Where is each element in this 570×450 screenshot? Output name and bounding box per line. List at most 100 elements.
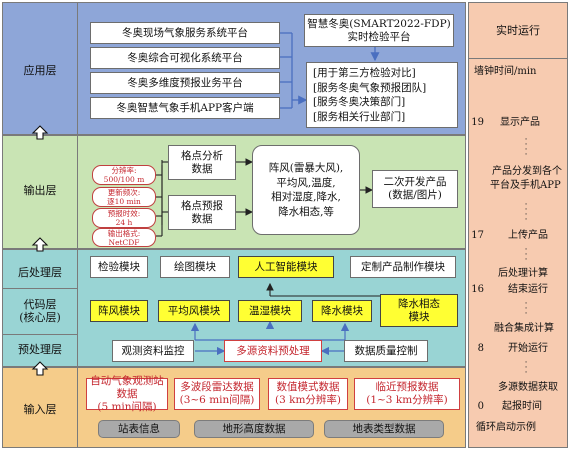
source-line: 自动气象观测站数据 <box>90 374 164 400</box>
timeline-dots: ···· <box>524 135 528 160</box>
usage-item: [用于第三方检验对比] <box>313 67 416 79</box>
input-source-aws: 自动气象观测站数据 (5 min间隔) <box>86 374 168 413</box>
plot-module: 绘图模块 <box>160 256 230 278</box>
spec-value: NetCDF <box>108 237 140 247</box>
timeline-header-divider <box>468 58 568 59</box>
static-terrain-height: 地形高度数据 <box>194 420 314 438</box>
spec-resolution: 分辨率: 500/100 m <box>92 165 156 185</box>
phase-line: 降水相态 <box>398 297 440 310</box>
precip-module: 降水模块 <box>312 300 372 322</box>
timeline-dots: ···· <box>524 200 528 225</box>
layer-up-arrows <box>31 125 49 376</box>
source-line: (3~6 min间隔) <box>179 394 255 406</box>
post-layer-divider <box>2 288 78 289</box>
multi-source-preprocess: 多源资料预处理 <box>224 340 322 362</box>
timeline-start-run: 开始运行 <box>508 343 548 354</box>
timeline-footer: 循环启动示例 <box>476 422 536 433</box>
secondary-line: (数据/图片) <box>388 189 442 201</box>
input-source-radar: 多波段雷达数据 (3~6 min间隔) <box>174 378 260 410</box>
timeline-mark-17: 17 <box>471 230 484 241</box>
timeline-distribute-2: 平台及手机APP <box>490 180 561 191</box>
static-land-type: 地表类型数据 <box>324 420 444 438</box>
variable-line: 降水相态,等 <box>278 205 334 218</box>
forecast-variables: 阵风(雷暴大风), 平均风,温度, 相对湿度,降水, 降水相态,等 <box>252 145 360 235</box>
core-layer-label-1: 代码层 <box>23 298 57 311</box>
source-line: 数值模式数据 <box>276 381 340 393</box>
spec-label: 预报时效: <box>107 209 141 218</box>
output-layer-label: 输出层 <box>23 184 57 197</box>
source-line: (5 min间隔) <box>97 400 157 413</box>
grid-forecast-line: 数据 <box>191 212 213 225</box>
timeline-display-product: 显示产品 <box>500 117 540 128</box>
timeline-header: 实时运行 <box>496 24 540 37</box>
platform-multi-dimension: 冬奥多维度预报业务平台 <box>90 72 280 94</box>
spec-value: 逐10 min <box>107 197 141 206</box>
timeline-postcalc: 后处理计算 <box>498 268 548 279</box>
input-layer-label: 输入层 <box>23 403 57 416</box>
grid-analysis-line: 格点分析 <box>181 149 223 162</box>
grid-analysis-line: 数据 <box>191 162 213 175</box>
variable-line: 平均风,温度, <box>276 176 336 189</box>
variable-line: 相对湿度,降水, <box>271 191 341 203</box>
timeline-mark-8: 8 <box>477 343 484 354</box>
platform-onsite-service: 冬奥现场气象服务系统平台 <box>90 22 280 44</box>
spec-forecast-range: 预报时效: 24 h <box>92 208 156 228</box>
source-line: (3 km分辨率) <box>274 394 342 406</box>
timeline-mark-0: 0 <box>477 401 484 412</box>
source-line: (1~3 km分辨率) <box>366 394 448 406</box>
usage-list-box: [用于第三方检验对比] [服务冬奥气象预报团队] [服务冬奥决策部门] [服务相… <box>306 62 458 128</box>
obs-monitoring: 观测资料监控 <box>112 340 194 362</box>
precip-phase-module: 降水相态 模块 <box>380 294 458 327</box>
platform-visualization: 冬奥综合可视化系统平台 <box>90 47 280 69</box>
spec-update-frequency: 更新频次: 逐10 min <box>92 187 156 207</box>
smart-verification-platform: 智慧冬奥(SMART2022-FDP) 实时检验平台 <box>304 14 454 47</box>
timeline-distribute-1: 产品分发到各个 <box>492 166 562 177</box>
pre-layer-label: 预处理层 <box>18 343 62 356</box>
data-quality-control: 数据质量控制 <box>344 340 428 362</box>
timeline-upload: 上传产品 <box>508 230 548 241</box>
gust-module: 阵风模块 <box>90 300 148 322</box>
mean-wind-module: 平均风模块 <box>158 300 230 322</box>
source-line: 临近预报数据 <box>375 381 439 393</box>
layer-label-column <box>2 2 78 448</box>
variable-line: 阵风(雷暴大风), <box>268 162 344 174</box>
timeline-mark-16: 16 <box>471 284 484 295</box>
custom-product-module: 定制产品制作模块 <box>350 256 456 278</box>
timeline-dots: ··· <box>524 245 528 265</box>
timeline-multi-data: 多源数据获取 <box>498 382 558 393</box>
usage-item: [服务冬奥决策部门] <box>313 96 406 108</box>
source-line: 多波段雷达数据 <box>180 381 254 393</box>
spec-value: 500/100 m <box>103 175 145 184</box>
input-source-nowcast: 临近预报数据 (1~3 km分辨率) <box>354 378 460 410</box>
spec-label: 输出格式: <box>107 228 141 238</box>
spec-label: 更新频次: <box>107 188 141 197</box>
timeline-axis-title: 墙钟时间/min <box>474 66 537 77</box>
phase-line: 模块 <box>408 310 430 323</box>
timeline-start-time: 起报时间 <box>502 401 542 412</box>
spec-output-format: 输出格式: NetCDF <box>92 228 156 247</box>
static-station-table: 站表信息 <box>98 420 180 438</box>
smart-line-1: 智慧冬奥(SMART2022-FDP) <box>307 17 451 30</box>
timeline-end-run: 结束运行 <box>508 284 548 295</box>
app-layer-label: 应用层 <box>23 64 57 77</box>
temp-humidity-module: 温湿模块 <box>238 300 302 322</box>
timeline-dots: ··· <box>524 358 528 378</box>
check-module: 检验模块 <box>90 256 148 278</box>
core-layer-label-2: (核心层) <box>19 311 61 324</box>
grid-forecast-line: 格点预报 <box>181 199 223 212</box>
platform-mobile-app: 冬奥智慧气象手机APP客户端 <box>90 97 280 119</box>
pre-layer-divider <box>2 334 78 335</box>
spec-value: 24 h <box>115 218 133 227</box>
timeline-fusion-calc: 融合集成计算 <box>494 323 554 334</box>
post-layer-label: 后处理层 <box>18 266 62 279</box>
usage-item: [服务冬奥气象预报团队] <box>313 81 427 94</box>
timeline-mark-19: 19 <box>471 117 484 128</box>
usage-item: [服务相关行业部门] <box>313 110 406 123</box>
ai-module: 人工智能模块 <box>238 256 334 278</box>
grid-analysis-data: 格点分析 数据 <box>168 145 236 180</box>
timeline-dots: ··· <box>524 299 528 319</box>
secondary-line: 二次开发产品 <box>383 176 447 188</box>
grid-forecast-data: 格点预报 数据 <box>168 195 236 230</box>
spec-label: 分辨率: <box>111 166 137 175</box>
timeline-panel <box>468 2 568 448</box>
